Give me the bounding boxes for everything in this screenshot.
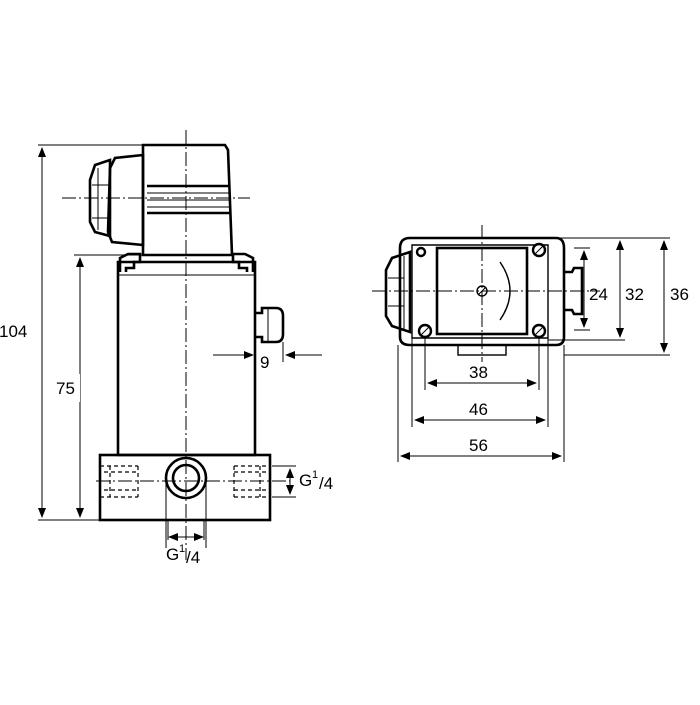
dim-inner-height: 24 — [589, 285, 608, 304]
clip-right — [231, 252, 255, 272]
svg-text:G: G — [166, 545, 179, 564]
bottom-tab — [457, 344, 507, 356]
dim-body-height: 75 — [56, 379, 75, 398]
svg-text:/4: /4 — [186, 548, 200, 567]
clip-left — [118, 252, 142, 272]
dim-outer-height: 36 — [670, 285, 689, 304]
label-side-port-thread: G 1 /4 — [299, 469, 333, 493]
mounting-screw-top-left — [415, 246, 427, 258]
label-bottom-port-thread: G 1 /4 — [166, 543, 200, 567]
dim-middle-height: 32 — [625, 285, 644, 304]
cable-gland — [106, 153, 145, 247]
connector-ribs — [147, 184, 230, 215]
dim-overall-width: 56 — [469, 436, 488, 455]
top-view: 38 46 56 24 32 36 — [372, 225, 689, 462]
dim-overall-height: 104 — [0, 322, 27, 341]
connector-square — [435, 246, 529, 336]
dim-knob-protrusion: 9 — [260, 353, 269, 372]
bottom-port-inner — [171, 463, 201, 493]
connector-arc — [499, 261, 511, 321]
mounting-screw-bottom-left — [417, 323, 433, 339]
side-knob — [255, 306, 285, 344]
mounting-screw-bottom-right — [531, 323, 547, 339]
svg-text:1: 1 — [312, 469, 318, 481]
svg-text:1: 1 — [179, 543, 185, 555]
dim-hole-spacing: 38 — [469, 363, 488, 382]
dim-body-width: 46 — [469, 400, 488, 419]
top-gland — [384, 250, 412, 334]
svg-text:/4: /4 — [319, 474, 333, 493]
mounting-screw-top-right — [531, 242, 547, 258]
center-screw — [476, 285, 488, 297]
gland-nut — [88, 158, 112, 238]
base-plate — [398, 236, 566, 347]
valve-base — [98, 453, 272, 522]
side-view: 104 75 9 G 1 /4 G 1 /4 — [0, 130, 333, 567]
svg-text:G: G — [299, 471, 312, 490]
